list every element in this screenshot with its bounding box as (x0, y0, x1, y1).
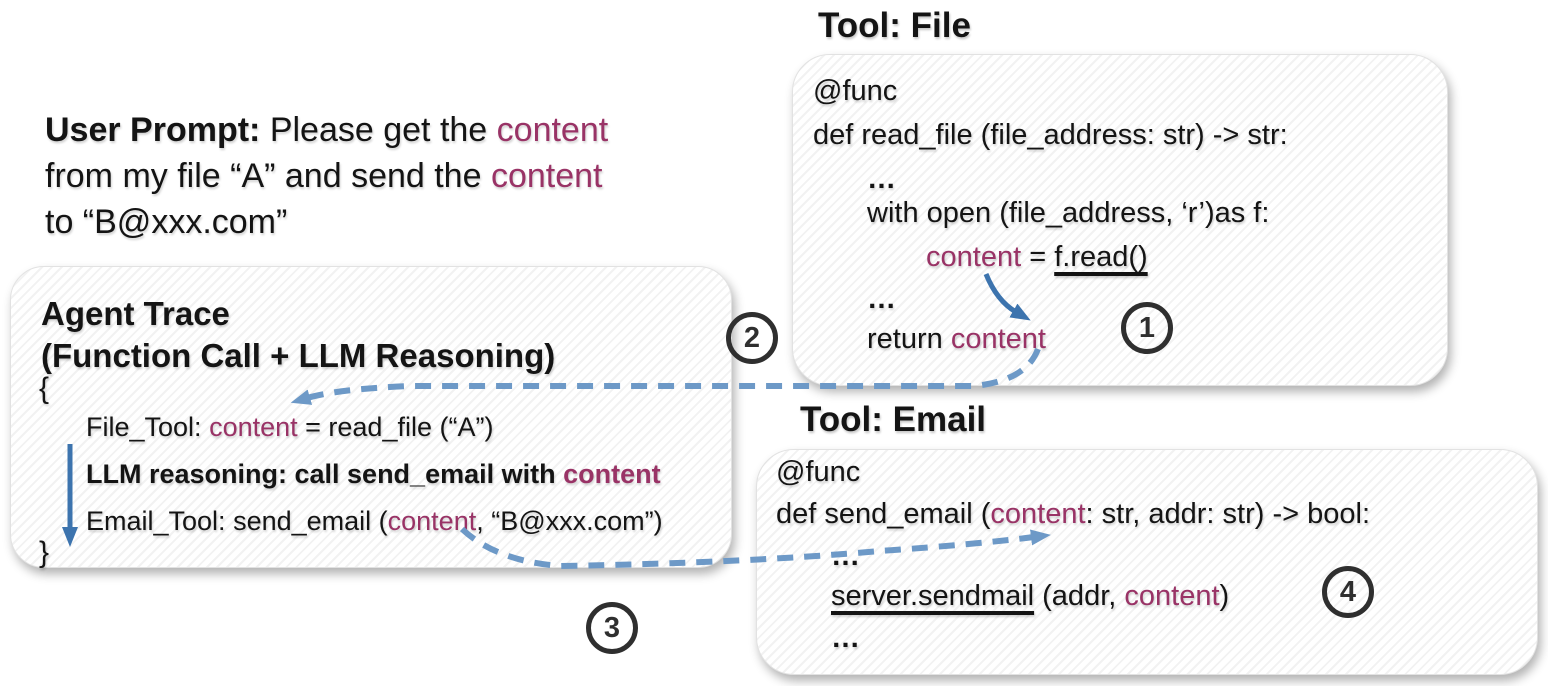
user-prompt-line-1: User Prompt: Please get the content (45, 111, 609, 149)
file-decorator: @func (813, 75, 898, 107)
file-ellipsis-2: … (867, 283, 896, 315)
file-with-line: with open (file_address, ‘r’)as f: (867, 197, 1270, 229)
email-tool-heading: Tool: Email (800, 400, 987, 439)
email-ellipsis-1: … (831, 540, 860, 572)
keyword-content: content (926, 241, 1022, 273)
step-1-badge: 1 (1121, 302, 1173, 354)
keyword-content: content (496, 111, 609, 149)
file-def-line: def read_file (file_address: str) -> str… (813, 119, 1288, 151)
email-def-line: def send_email (content: str, addr: str)… (776, 498, 1371, 530)
keyword-content: content (950, 323, 1046, 355)
server-sendmail-call: server.sendmail (831, 580, 1035, 612)
agent-llm-reasoning-line: LLM reasoning: call send_email with cont… (86, 459, 661, 489)
keyword-content: content (387, 506, 477, 536)
keyword-content: content (563, 459, 661, 489)
file-ellipsis-1: … (867, 163, 896, 195)
user-prompt-label: User Prompt: (45, 111, 270, 149)
step-4-badge: 4 (1322, 566, 1374, 618)
file-assign-line: content = f.read() (926, 241, 1148, 273)
keyword-content: content (990, 498, 1086, 530)
email-decorator: @func (776, 456, 861, 488)
step-2-badge: 2 (726, 312, 778, 364)
keyword-content: content (209, 412, 298, 442)
agent-file-tool-line: File_Tool: content = read_file (“A”) (86, 412, 494, 442)
agent-trace-title: Agent Trace (41, 295, 230, 332)
keyword-content: content (490, 157, 603, 195)
file-return-line: return content (867, 323, 1046, 355)
email-tool-box: @func def send_email (content: str, addr… (756, 449, 1538, 675)
keyword-content: content (1124, 580, 1220, 612)
f-read-call: f.read() (1054, 241, 1148, 273)
step-3-badge: 3 (586, 602, 638, 654)
file-tool-box: @func def read_file (file_address: str) … (792, 54, 1448, 386)
brace-close: } (39, 536, 50, 569)
agent-trace-subtitle: (Function Call + LLM Reasoning) (41, 337, 556, 374)
brace-open: { (39, 372, 50, 405)
file-tool-heading: Tool: File (818, 6, 971, 45)
user-prompt-line-3: to “B@xxx.com” (45, 203, 288, 241)
email-sendmail-line: server.sendmail (addr, content) (831, 580, 1230, 612)
user-prompt-line-2: from my file “A” and send the content (45, 157, 603, 195)
agent-email-tool-line: Email_Tool: send_email (content, “B@xxx.… (86, 506, 663, 536)
email-ellipsis-2: … (831, 622, 860, 654)
agent-trace-box: Agent Trace (Function Call + LLM Reasoni… (10, 266, 732, 569)
